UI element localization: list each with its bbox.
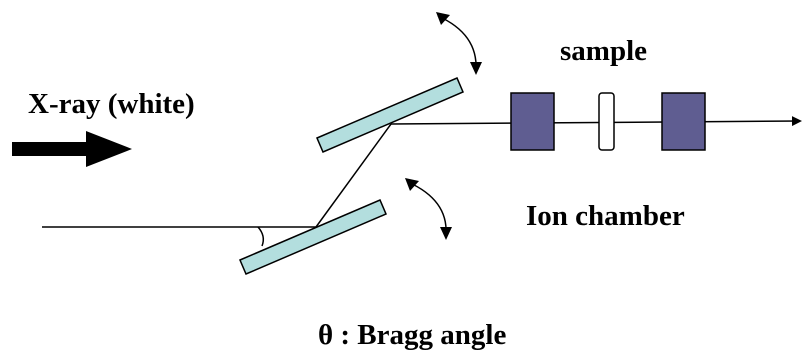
xray-source-label: X-ray (white) — [28, 88, 195, 120]
upper-rotation-arrow-icon — [436, 12, 482, 75]
diffracted-beam-line — [315, 123, 392, 228]
lower-rotation-arrow-icon — [405, 178, 452, 240]
sample-label: sample — [560, 35, 647, 67]
lower-crystal — [239, 199, 387, 275]
upper-crystal — [316, 77, 464, 153]
xray-source-arrow-icon — [12, 131, 132, 167]
ion-chamber-label: Ion chamber — [526, 200, 685, 232]
ion-chamber-2 — [661, 92, 706, 151]
bragg-angle-arc — [257, 226, 265, 247]
bragg-angle-caption: θ : Bragg angle — [318, 319, 506, 351]
exit-beam-line — [390, 116, 802, 127]
ion-chamber-1 — [510, 92, 555, 151]
sample-holder — [598, 92, 615, 151]
